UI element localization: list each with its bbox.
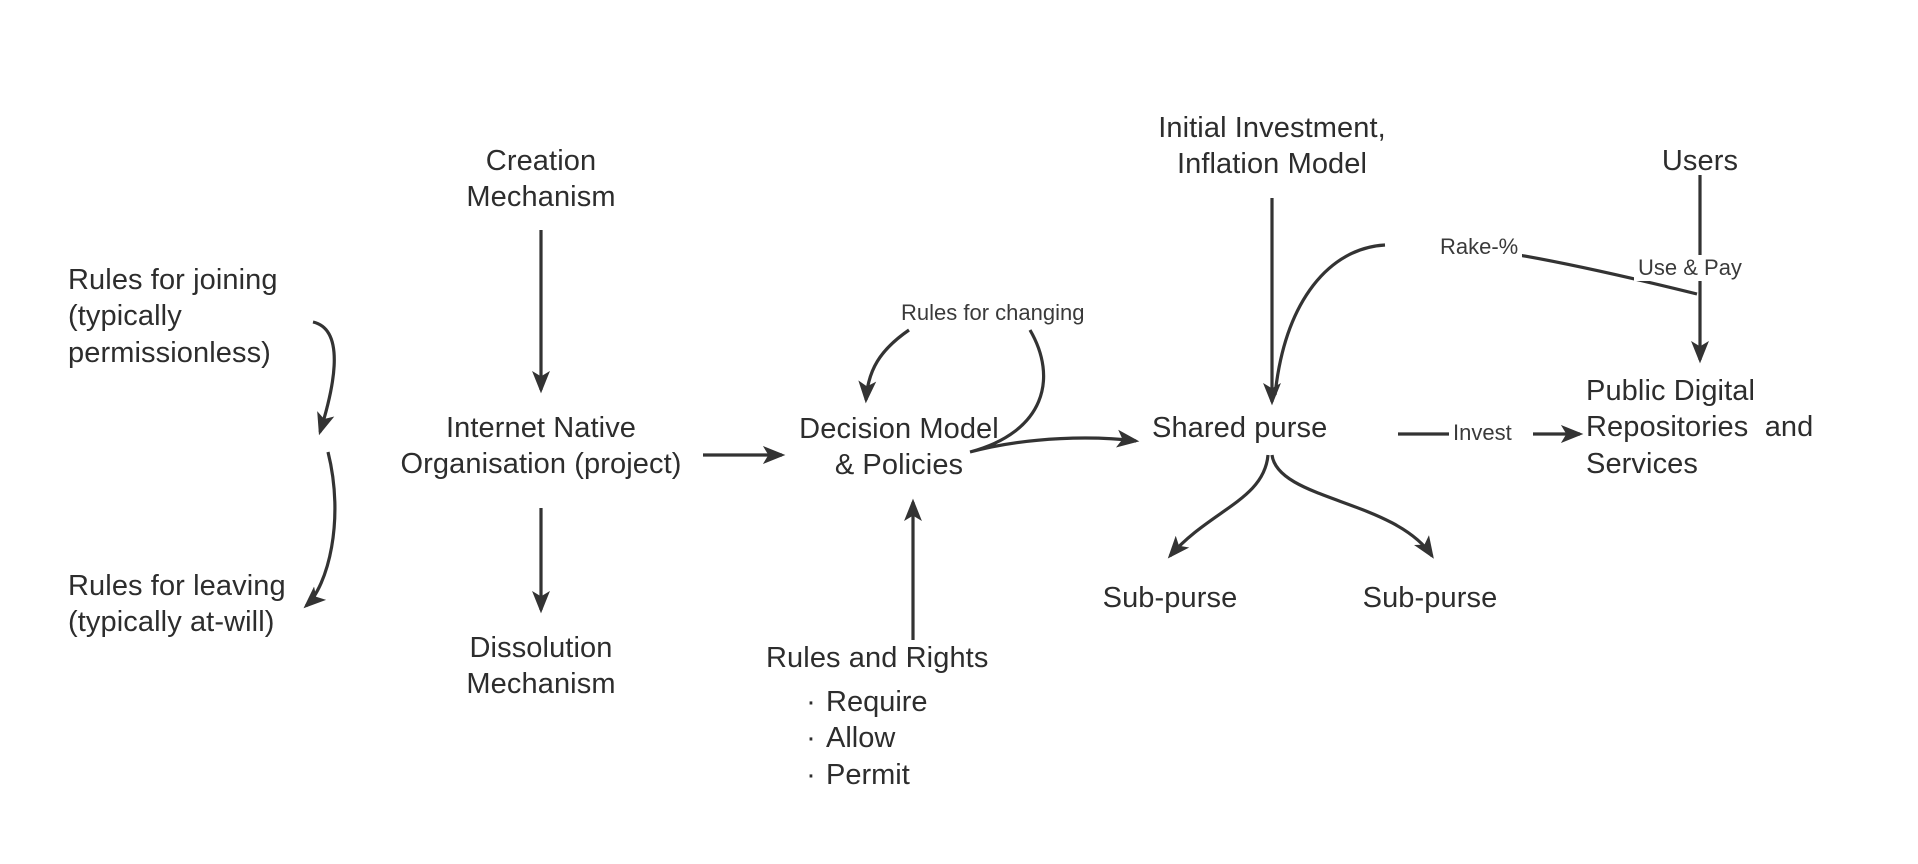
node-rules-for-leaving: Rules for leaving (typically at-will) bbox=[68, 570, 286, 639]
node-users: Users bbox=[1661, 145, 1739, 177]
edge-shared-purse-to-subpurse-right bbox=[1270, 454, 1434, 559]
bullet-icon: · bbox=[806, 722, 816, 755]
node-rules-and-rights-heading: Rules and Rights bbox=[766, 642, 989, 674]
edge-label-use-and-pay: Use & Pay bbox=[1634, 255, 1746, 282]
edge-rake-to-shared-purse-tail bbox=[1273, 243, 1386, 396]
edge-shared-purse-to-subpurse-left bbox=[1167, 454, 1270, 559]
rules-and-rights-bullet-list: · Require · Allow · Permit bbox=[796, 684, 1116, 793]
edge-label-rules-for-changing: Rules for changing bbox=[897, 300, 1089, 327]
node-sub-purse-right: Sub-purse bbox=[1362, 582, 1498, 614]
bullet-label: Allow bbox=[826, 722, 896, 755]
node-shared-purse: Shared purse bbox=[1152, 412, 1328, 444]
node-internet-native-organisation: Internet Native Organisation (project) bbox=[400, 412, 682, 481]
list-item: · Require bbox=[796, 684, 1116, 720]
bullet-icon: · bbox=[806, 758, 816, 791]
node-dissolution-mechanism: Dissolution Mechanism bbox=[466, 632, 616, 701]
edge-changing-to-decision bbox=[858, 328, 910, 404]
node-public-digital-repositories-and-services: Public Digital Repositories and Services bbox=[1586, 375, 1814, 480]
node-decision-model-and-policies: Decision Model & Policies bbox=[799, 413, 999, 482]
bullet-label: Require bbox=[826, 686, 928, 718]
node-initial-investment-inflation-model: Initial Investment, Inflation Model bbox=[1158, 112, 1386, 181]
list-item: · Allow bbox=[796, 720, 1116, 756]
edge-label-rake-percent: Rake-% bbox=[1436, 234, 1523, 261]
node-sub-purse-left: Sub-purse bbox=[1102, 582, 1238, 614]
node-creation-mechanism: Creation Mechanism bbox=[466, 145, 616, 214]
bullet-icon: · bbox=[806, 686, 816, 718]
bullet-label: Permit bbox=[826, 758, 910, 791]
node-rules-for-joining: Rules for joining (typically permissionl… bbox=[68, 264, 278, 369]
list-item: · Permit bbox=[796, 757, 1116, 793]
edge-label-invest: Invest bbox=[1449, 420, 1516, 447]
